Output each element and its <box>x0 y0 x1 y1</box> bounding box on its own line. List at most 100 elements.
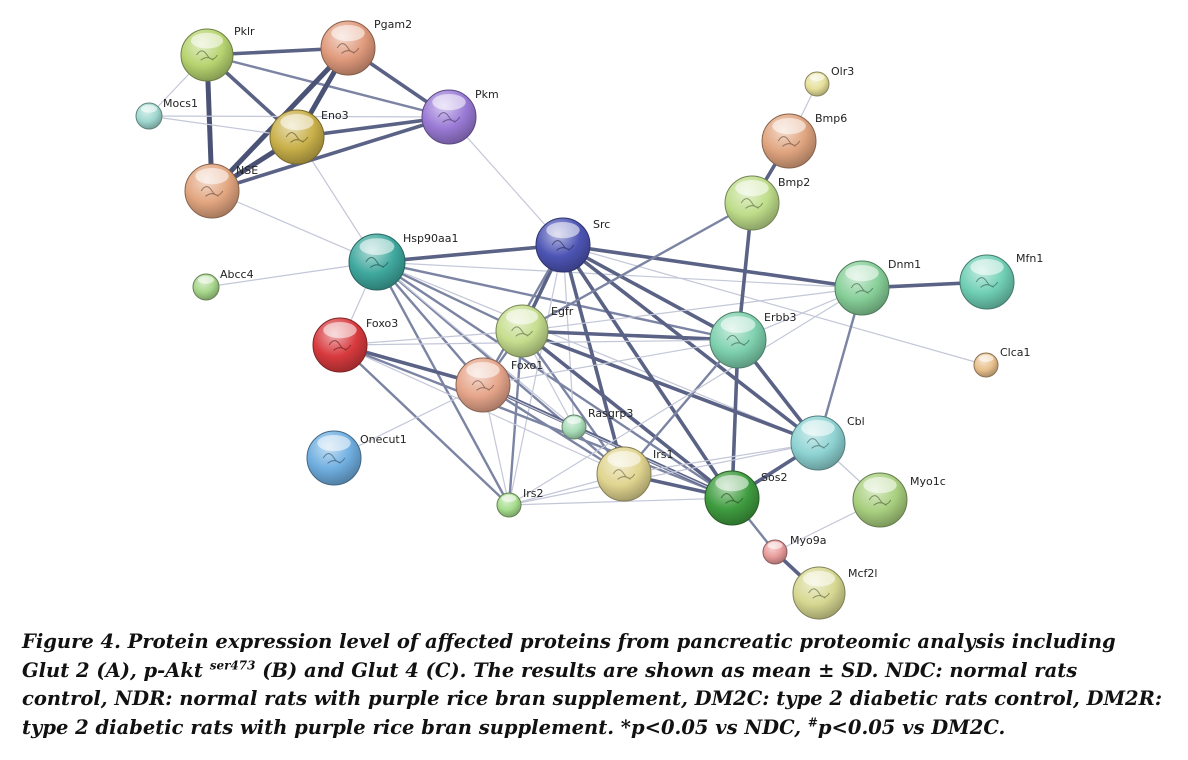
caption-text-1: Figure 4. Protein expression level of af… <box>22 630 1116 682</box>
node-rasgrp3[interactable]: Rasgrp3 <box>561 407 633 440</box>
node-pklr[interactable]: Pklr <box>180 25 255 82</box>
edge-src-sos2 <box>561 243 734 500</box>
edge-pkm-src <box>448 116 564 246</box>
node-abcc4[interactable]: Abcc4 <box>192 268 254 301</box>
figure-caption: Figure 4. Protein expression level of af… <box>22 628 1167 742</box>
node-label: Cbl <box>847 415 865 428</box>
node-clca1[interactable]: Clca1 <box>973 346 1031 378</box>
edge-hsp90aa1-src <box>375 243 565 264</box>
node-bmp2[interactable]: Bmp2 <box>724 175 810 231</box>
node-label: Pkm <box>475 88 499 101</box>
node-gloss <box>432 94 466 111</box>
node-pkm[interactable]: Pkm <box>421 88 499 145</box>
edge-nse-pkm <box>210 115 451 193</box>
node-gloss <box>323 322 357 339</box>
node-label: Bmp2 <box>778 176 810 189</box>
node-egfr[interactable]: Egfr <box>495 304 574 358</box>
node-myo9a[interactable]: Myo9a <box>762 534 826 565</box>
node-gloss <box>140 104 158 113</box>
node-erbb3[interactable]: Erbb3 <box>709 311 796 369</box>
node-pgam2[interactable]: Pgam2 <box>320 18 412 76</box>
node-label: Myo9a <box>790 534 826 547</box>
protein-structure-icon <box>777 136 801 147</box>
node-myo1c[interactable]: Myo1c <box>852 472 946 528</box>
protein-structure-icon <box>808 588 830 599</box>
node-gloss <box>845 265 879 282</box>
node-gloss <box>715 475 749 492</box>
node-sos2[interactable]: Sos2 <box>704 470 787 526</box>
edge-dnm1-irs2 <box>508 287 863 506</box>
node-gloss <box>735 180 769 197</box>
node-irs2[interactable]: Irs2 <box>496 487 544 518</box>
node-mcf2l[interactable]: Mcf2l <box>792 566 877 620</box>
node-eno3[interactable]: Eno3 <box>269 109 349 165</box>
node-label: Egfr <box>551 305 574 318</box>
node-gloss <box>809 73 825 81</box>
protein-structure-icon <box>740 198 764 209</box>
node-gloss <box>772 118 806 135</box>
node-gloss <box>978 354 994 362</box>
node-label: Mocs1 <box>163 97 198 110</box>
protein-structure-icon <box>975 277 999 288</box>
node-label: Rasgrp3 <box>588 407 633 420</box>
node-onecut1[interactable]: Onecut1 <box>306 430 407 486</box>
node-gloss <box>801 420 835 437</box>
node-nse[interactable]: NSE <box>184 163 258 219</box>
node-gloss <box>802 570 836 587</box>
edge-src-cbl <box>561 243 820 445</box>
edge-nse-hsp90aa1 <box>211 190 378 263</box>
node-foxo1[interactable]: Foxo1 <box>455 357 543 413</box>
edge-egfr-foxo3 <box>339 330 523 346</box>
node-label: Abcc4 <box>220 268 254 281</box>
node-bmp6[interactable]: Bmp6 <box>761 112 847 169</box>
node-foxo3[interactable]: Foxo3 <box>312 317 398 373</box>
node-label: Mcf2l <box>848 567 877 580</box>
node-label: Foxo3 <box>366 317 398 330</box>
node-mfn1[interactable]: Mfn1 <box>959 252 1043 310</box>
edge-egfr-cbl <box>520 329 820 445</box>
node-gloss <box>359 238 395 256</box>
edge-src-clca1 <box>562 244 987 366</box>
edge-hsp90aa1-erbb3 <box>375 260 740 342</box>
protein-structure-icon <box>471 380 495 391</box>
node-label: Eno3 <box>321 109 349 122</box>
node-src[interactable]: Src <box>535 217 610 273</box>
node-label: Bmp6 <box>815 112 847 125</box>
node-gloss <box>566 416 582 424</box>
edge-egfr-bmp2 <box>520 201 754 333</box>
node-mocs1[interactable]: Mocs1 <box>135 97 198 130</box>
node-label: Erbb3 <box>764 311 796 324</box>
edge-irs2-sos2 <box>508 497 733 506</box>
protein-structure-icon <box>511 326 533 337</box>
protein-structure-icon <box>726 335 750 346</box>
node-dnm1[interactable]: Dnm1 <box>834 258 921 316</box>
node-gloss <box>863 477 897 494</box>
node-cbl[interactable]: Cbl <box>790 415 865 471</box>
node-hsp90aa1[interactable]: Hsp90aa1 <box>348 232 458 291</box>
node-label: Sos2 <box>761 471 787 484</box>
node-olr3[interactable]: Olr3 <box>804 65 854 97</box>
node-label: Clca1 <box>1000 346 1031 359</box>
edge-egfr-irs2 <box>507 329 524 507</box>
edge-hsp90aa1-sos2 <box>375 260 734 500</box>
edge-erbb3-irs1 <box>622 338 740 476</box>
node-gloss <box>190 32 224 49</box>
edge-hsp90aa1-cbl <box>376 261 819 444</box>
edge-irs1-cbl <box>623 442 819 475</box>
edge-foxo1-onecut1 <box>333 384 484 459</box>
node-gloss <box>546 222 580 239</box>
node-gloss <box>607 451 641 468</box>
edge-src-erbb3 <box>561 243 740 342</box>
node-label: Onecut1 <box>360 433 407 446</box>
edge-hsp90aa1-irs2 <box>375 260 511 507</box>
caption-text-2: (B) and Glut 4 (C). The results are show… <box>22 658 1163 739</box>
protein-structure-icon <box>868 495 892 506</box>
caption-superscript-2: # <box>807 715 818 729</box>
protein-structure-icon <box>365 257 389 268</box>
node-irs1[interactable]: Irs1 <box>596 446 674 502</box>
edge-foxo3-sos2 <box>338 343 734 500</box>
protein-structure-icon <box>336 43 360 54</box>
node-gloss <box>970 259 1004 276</box>
